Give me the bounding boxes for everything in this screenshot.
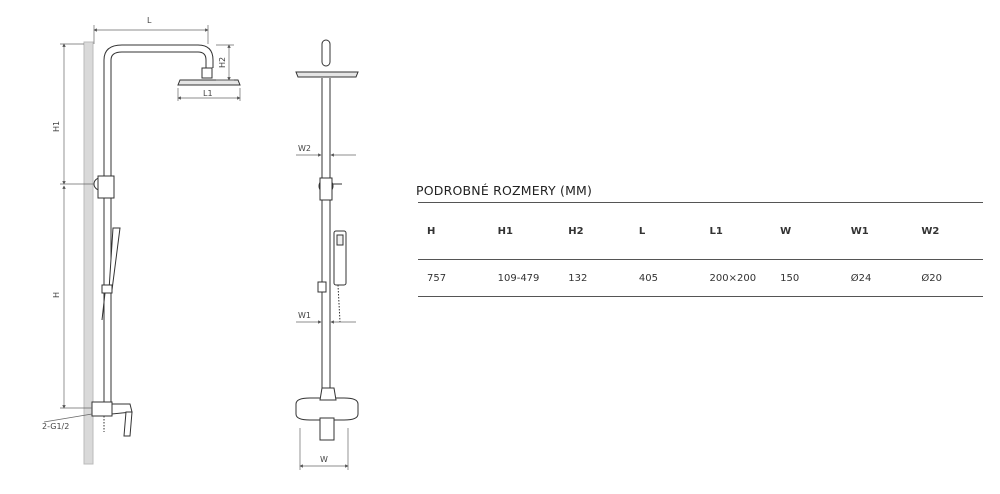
dim-label-H: H [52,292,61,298]
value-W: 150 [771,259,842,297]
header-H: H [418,202,489,260]
value-L1: 200×200 [700,259,772,297]
dim-label-L: L [147,16,152,25]
header-L: L [629,202,701,260]
value-H1: 109-479 [488,259,560,297]
spec-title: PODROBNÉ ROZMERY (MM) [416,183,593,198]
table-header-row: H H1 H2 L L1 W W1 W2 [418,202,983,260]
dim-label-W: W [320,455,328,464]
wall [83,41,94,465]
front-view [295,39,359,441]
dim-label-W2: W2 [298,144,311,153]
header-H2: H2 [559,202,630,260]
dimensions-spec: PODROBNÉ ROZMERY (MM) H H1 H2 L L1 W W1 … [416,180,983,297]
value-L: 405 [629,259,701,297]
dim-label-H2: H2 [218,57,227,68]
dimensions-table: H H1 H2 L L1 W W1 W2 757 109-479 132 405… [418,202,983,297]
shower-set-technical-drawing: L H1 H H2 L1 2-G1/2 [42,16,359,470]
header-W2: W2 [912,202,983,260]
value-W1: Ø24 [841,259,913,297]
header-W1: W1 [841,202,913,260]
header-H1: H1 [488,202,560,260]
value-H2: 132 [559,259,630,297]
dim-label-W1: W1 [298,311,311,320]
header-L1: L1 [700,202,772,260]
dim-label-L1: L1 [203,89,213,98]
connection-label: 2-G1/2 [42,422,69,431]
value-W2: Ø20 [912,259,983,297]
side-view [83,41,241,465]
table-row: 757 109-479 132 405 200×200 150 Ø24 Ø20 [418,259,983,297]
value-H: 757 [418,259,489,297]
dim-label-H1: H1 [52,121,61,132]
header-W: W [771,202,842,260]
